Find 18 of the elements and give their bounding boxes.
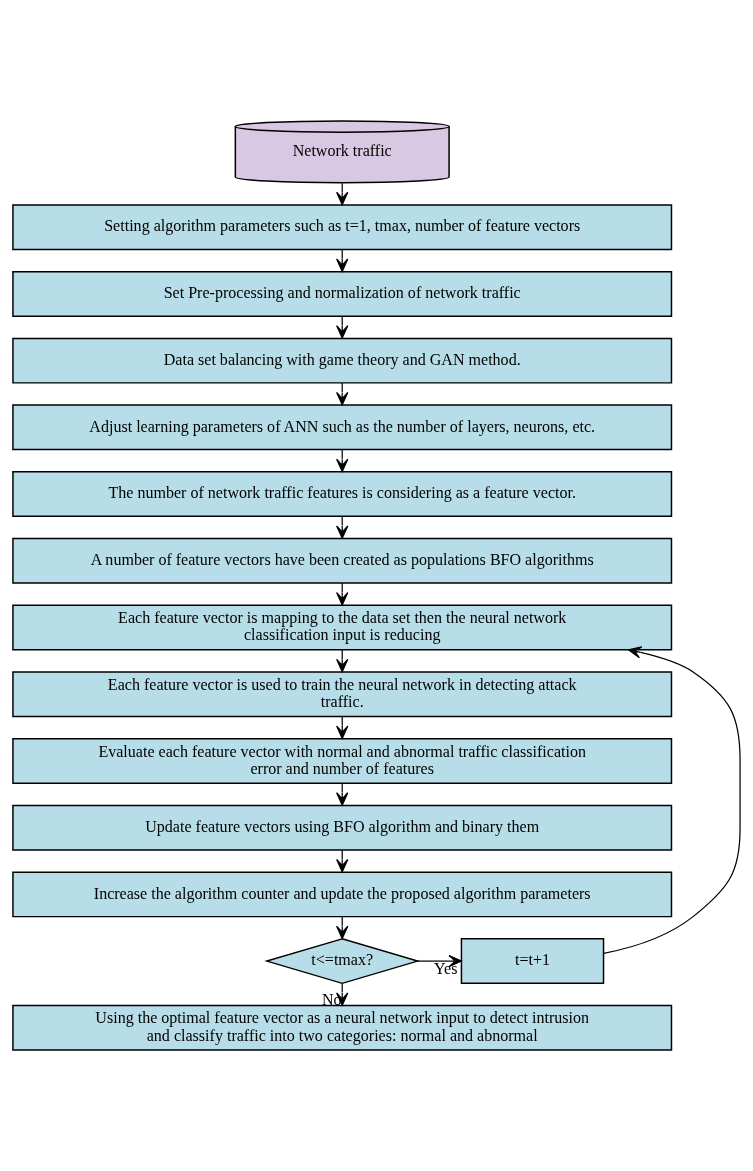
node-box: Setting algorithm parameters such as t=1, tmax, number of feature vectors bbox=[12, 204, 673, 251]
edge-label: Yes bbox=[434, 959, 458, 977]
node-box: The number of network traffic features is considering as a feature vector. bbox=[12, 471, 673, 518]
node-box: t=t+1 bbox=[460, 938, 605, 985]
node-box: Using the optimal feature vector as a neural network input to detect intrusion and classify traffic into two categories: normal and abnormal bbox=[12, 1004, 673, 1051]
node-box: Adjust learning parameters of ANN such as the number of layers, neurons, etc. bbox=[12, 404, 673, 451]
node-box: Each feature vector is used to train the neural network in detecting attack traffic. bbox=[12, 671, 673, 718]
node-box: Set Pre-processing and normalization of network traffic bbox=[12, 270, 673, 317]
node-box: Evaluate each feature vector with normal and abnormal traffic classification error and number of features bbox=[12, 737, 673, 784]
node-box: Increase the algorithm counter and update the proposed algorithm parameters bbox=[12, 871, 673, 918]
node-box: Data set balancing with game theory and GAN method. bbox=[12, 337, 673, 384]
arrow bbox=[336, 515, 349, 539]
node-box: Update feature vectors using BFO algorithm and binary them bbox=[12, 804, 673, 851]
arrow bbox=[416, 954, 462, 968]
node-box: Each feature vector is mapping to the data set then the neural network classification input is reducing bbox=[12, 604, 673, 651]
arrow bbox=[603, 646, 741, 954]
node-box: A number of feature vectors have been created as populations BFO algorithms bbox=[12, 537, 673, 584]
arrow bbox=[336, 248, 349, 272]
